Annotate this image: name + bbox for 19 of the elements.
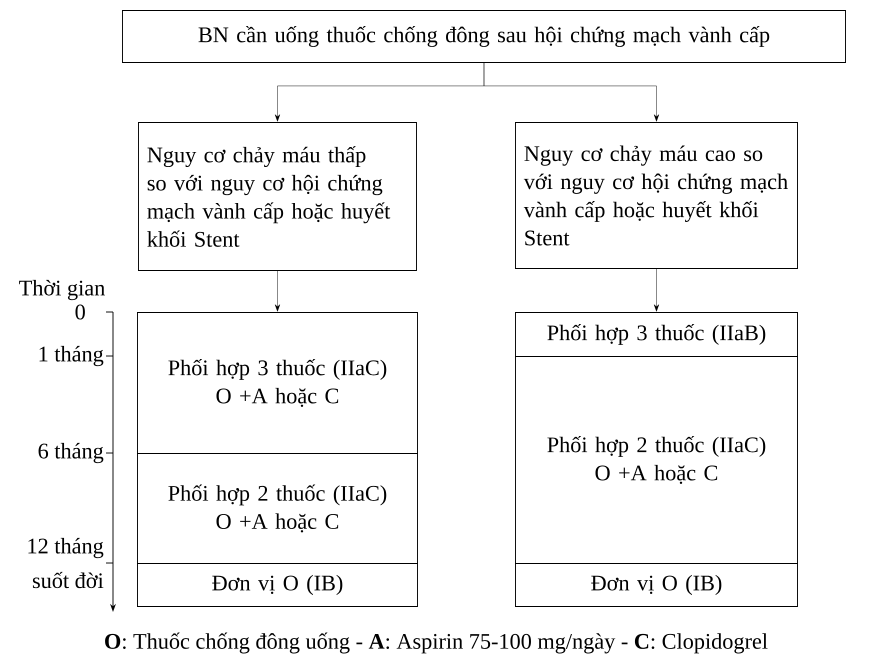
time-label: 12 tháng (28, 538, 104, 558)
treatment-box: Đơn vị O (IB) (515, 563, 798, 607)
treatment-box: Phối hợp 3 thuốc (IIaB) (515, 312, 798, 357)
treatment-box: Phối hợp 2 thuốc (IIaC) O +A hoặc C (137, 453, 418, 564)
time-label: suốt đời (32, 572, 104, 588)
time-label: 0 (75, 304, 85, 320)
treatment-box: Đơn vị O (IB) (137, 563, 418, 607)
caption: O: Thuốc chống đông uống - A: Aspirin 75-100 mg/ngày - C: Clopidogrel (105, 632, 768, 654)
risk-box: Nguy cơ chảy máu thấp so với nguy cơ hội chứng mạch vành cấp hoặc huyết khối Stent (138, 122, 417, 271)
arrow (274, 270, 280, 312)
time-label: 6 tháng (38, 442, 104, 464)
treatment-box: Phối hợp 3 thuốc (IIaC) O +A hoặc C (137, 312, 418, 454)
arrow (484, 62, 660, 122)
time-label: 1 tháng (40, 346, 104, 366)
axis-title: Thời gian (19, 280, 105, 300)
arrow (654, 268, 660, 312)
treatment-box: Phối hợp 2 thuốc (IIaC) O +A hoặc C (515, 356, 798, 564)
process-box: BN cần uống thuốc chống đông sau hội chứng mạch vành cấp (122, 10, 846, 63)
risk-box: Nguy cơ chảy máu cao so với nguy cơ hội chứng mạch vành cấp hoặc huyết khối Stent (515, 122, 798, 269)
